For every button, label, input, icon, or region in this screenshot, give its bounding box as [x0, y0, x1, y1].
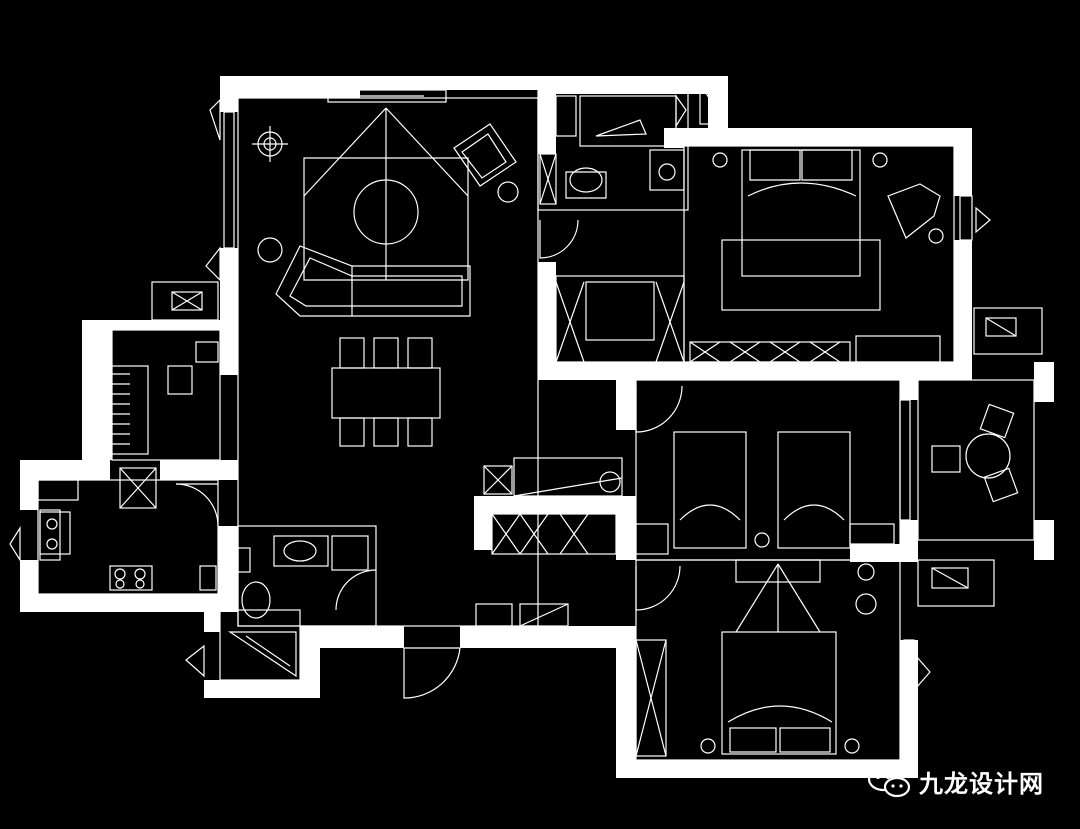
linework [9, 83, 1043, 761]
walls [20, 76, 1054, 778]
watermark-text: 九龙设计网 [919, 770, 1044, 798]
watermark: 九龙设计网 [867, 764, 1044, 799]
wechat-icon [867, 766, 911, 797]
